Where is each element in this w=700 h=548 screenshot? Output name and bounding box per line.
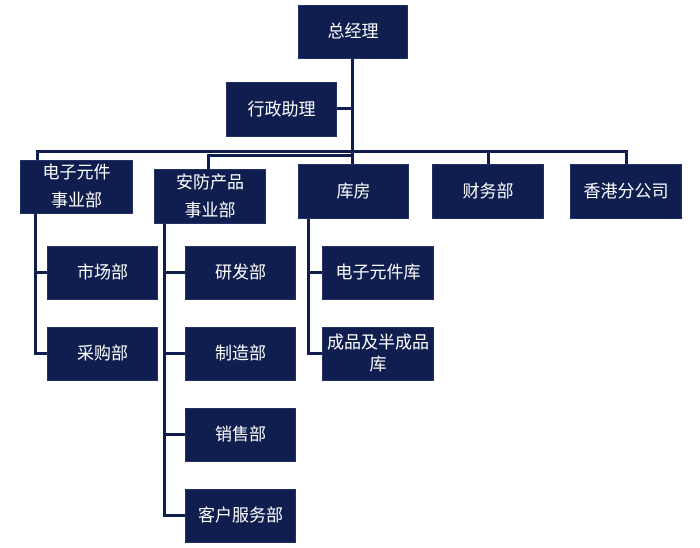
connector-assistant (337, 107, 353, 110)
warehouse-label: 库房 (336, 181, 371, 202)
market-dept-box: 市场部 (47, 246, 158, 300)
customer-service-dept-box: 客户服务部 (185, 489, 296, 543)
market-dept-label: 市场部 (77, 263, 128, 283)
finance-label: 财务部 (462, 181, 514, 202)
hk-branch-label: 香港分公司 (583, 181, 669, 202)
connector-drop-hk (625, 150, 628, 164)
sales-dept-box: 销售部 (185, 408, 296, 462)
connector-security-service (163, 514, 185, 517)
connector-gm-trunk (351, 58, 354, 152)
electronics-division-label-1: 电子元件 (42, 163, 111, 183)
connector-warehouse-electronics (307, 271, 322, 274)
electronics-warehouse-box: 电子元件库 (322, 246, 434, 300)
connector-drop-security (207, 154, 210, 170)
sales-dept-label: 销售部 (215, 425, 266, 445)
security-division-label-1: 安防产品 (176, 172, 244, 193)
connector-drop-finance (487, 150, 490, 164)
rd-dept-box: 研发部 (185, 246, 296, 300)
admin-assistant-label: 行政助理 (247, 99, 316, 120)
connector-security-sales (163, 433, 185, 436)
connector-bus-secondary (207, 154, 354, 157)
finished-goods-warehouse-box: 成品及半成品库 (322, 327, 434, 381)
security-division-label-2: 事业部 (184, 200, 236, 221)
connector-security-rd (163, 271, 185, 274)
customer-service-dept-label: 客户服务部 (198, 506, 283, 526)
admin-assistant-box: 行政助理 (226, 82, 337, 137)
electronics-division-label-2: 事业部 (51, 191, 102, 211)
rd-dept-label: 研发部 (215, 263, 266, 283)
connector-electronics-vertical (34, 213, 37, 355)
connector-security-manufacturing (163, 352, 185, 355)
general-manager-label: 总经理 (327, 22, 379, 42)
finished-goods-warehouse-label: 成品及半成品库 (327, 333, 429, 375)
manufacturing-dept-box: 制造部 (185, 327, 296, 381)
connector-warehouse-vertical (307, 218, 310, 355)
connector-drop-electronics (36, 150, 39, 162)
hk-branch-box: 香港分公司 (570, 164, 682, 219)
connector-horizontal-bus (36, 150, 628, 153)
connector-drop-warehouse (351, 150, 354, 164)
warehouse-box: 库房 (298, 164, 409, 219)
connector-electronics-purchase (34, 352, 47, 355)
connector-security-vertical (163, 224, 166, 517)
general-manager-box: 总经理 (298, 5, 408, 59)
electronics-division-box: 电子元件 事业部 (20, 160, 133, 214)
manufacturing-dept-label: 制造部 (215, 344, 266, 364)
purchase-dept-label: 采购部 (77, 344, 128, 364)
purchase-dept-box: 采购部 (47, 327, 158, 381)
connector-warehouse-finished (307, 352, 322, 355)
finance-box: 财务部 (432, 164, 544, 219)
connector-electronics-market (34, 271, 47, 274)
security-division-box: 安防产品 事业部 (154, 169, 266, 224)
electronics-warehouse-label: 电子元件库 (335, 263, 421, 283)
